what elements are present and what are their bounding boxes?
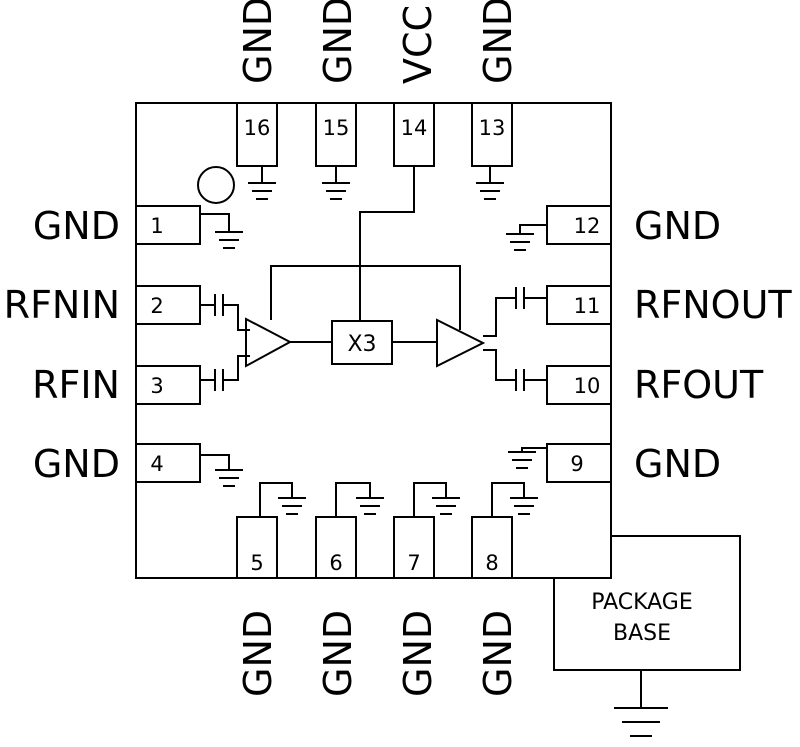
pin-13: 13 — [471, 102, 513, 200]
label-pin13: GND — [476, 0, 520, 84]
svg-text:4: 4 — [150, 452, 163, 476]
package-base: PACKAGE BASE — [553, 535, 741, 737]
label-pin4: GND — [33, 442, 120, 486]
pin-7: 7 — [393, 482, 460, 579]
pin-8: 8 — [471, 482, 538, 579]
pin-15: 15 — [315, 102, 357, 200]
pin-1: 1 — [135, 205, 243, 249]
pin-16: 16 — [236, 102, 278, 200]
svg-text:14: 14 — [401, 116, 428, 140]
svg-text:13: 13 — [479, 116, 506, 140]
pin-14: 14 — [359, 102, 435, 334]
svg-text:15: 15 — [323, 116, 350, 140]
svg-text:5: 5 — [250, 551, 263, 575]
svg-text:8: 8 — [485, 551, 498, 575]
pin-11: 11 — [483, 285, 612, 337]
svg-text:1: 1 — [150, 214, 163, 238]
label-pin12: GND — [634, 204, 721, 248]
svg-text:7: 7 — [407, 551, 420, 575]
bottom-pins: 5 6 7 8 — [236, 482, 538, 579]
output-amplifier — [436, 318, 486, 368]
pin-9: 9 — [508, 443, 612, 483]
pin-3: 3 — [135, 355, 250, 405]
label-pin8: GND — [476, 610, 520, 697]
svg-text:6: 6 — [329, 551, 342, 575]
package-outline — [135, 102, 612, 579]
left-pins: 1 2 3 4 — [135, 205, 250, 487]
left-labels: GND RFNIN RFIN GND — [4, 204, 120, 486]
top-labels: GND GND VCC GND — [236, 0, 520, 84]
label-pin1: GND — [33, 204, 120, 248]
input-amplifier — [245, 317, 293, 368]
pin-6: 6 — [315, 482, 384, 579]
pin-4: 4 — [135, 443, 243, 487]
label-pin7: GND — [396, 610, 440, 697]
pin-5: 5 — [236, 482, 306, 579]
right-labels: GND RFNOUT RFOUT GND — [634, 204, 792, 486]
svg-text:9: 9 — [570, 452, 583, 476]
bias-line — [270, 265, 461, 330]
pin1-marker — [197, 166, 235, 204]
label-pin10: RFOUT — [634, 363, 764, 407]
internal-circuit: X3 — [245, 265, 486, 368]
x3-multiplier-block — [331, 320, 393, 365]
svg-text:2: 2 — [150, 294, 163, 318]
pin-2: 2 — [135, 285, 250, 331]
label-pin11: RFNOUT — [634, 283, 792, 327]
label-pin3: RFIN — [32, 363, 120, 407]
package-base-line1: PACKAGE — [591, 590, 693, 615]
bottom-labels: GND GND GND GND — [236, 610, 520, 697]
label-pin16: GND — [236, 0, 280, 84]
svg-text:12: 12 — [574, 214, 601, 238]
svg-text:3: 3 — [150, 374, 163, 398]
x3-label: X3 — [347, 332, 376, 357]
package-base-line2: BASE — [613, 621, 671, 646]
label-pin9: GND — [634, 442, 721, 486]
svg-text:16: 16 — [244, 116, 271, 140]
svg-text:10: 10 — [574, 374, 601, 398]
top-pins: 16 15 14 13 — [236, 102, 513, 334]
label-pin14: VCC — [396, 5, 440, 84]
label-pin2: RFNIN — [4, 283, 120, 327]
label-pin15: GND — [316, 0, 360, 84]
pin-10: 10 — [483, 349, 612, 405]
label-pin5: GND — [236, 610, 280, 697]
pin-12: 12 — [506, 205, 612, 251]
svg-text:11: 11 — [574, 294, 601, 318]
right-pins: 12 11 10 9 — [483, 205, 612, 483]
label-pin6: GND — [316, 610, 360, 697]
